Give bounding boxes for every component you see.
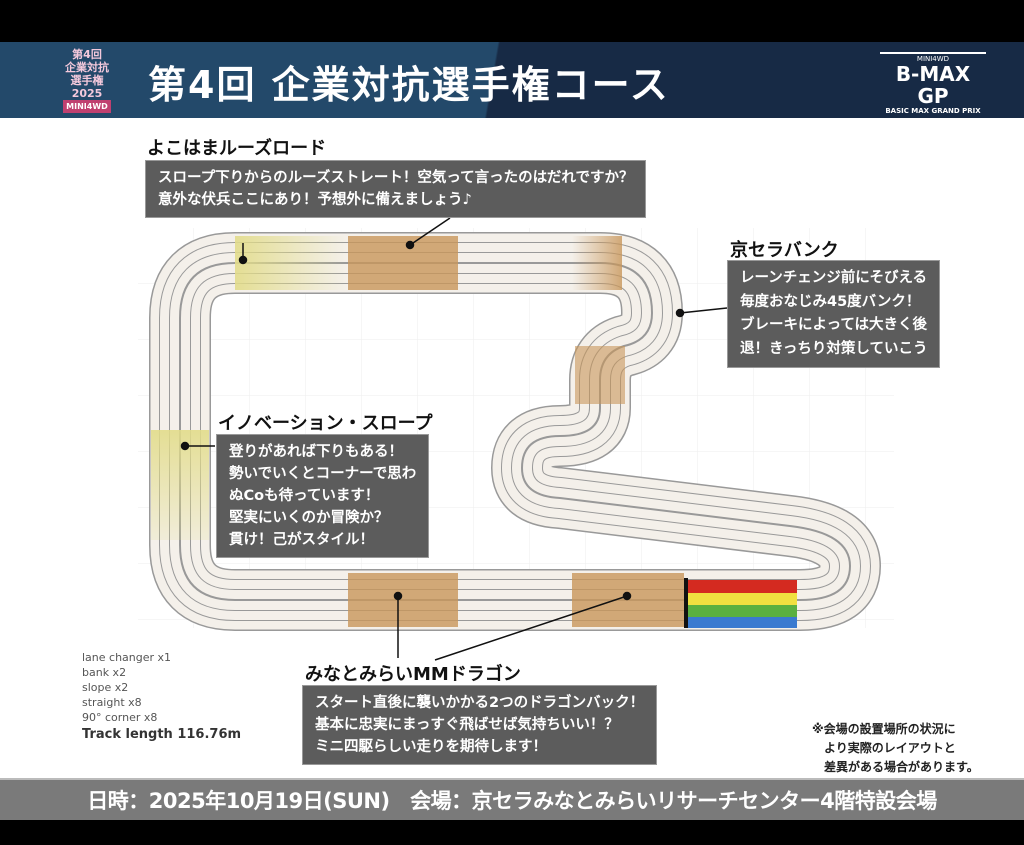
dragon-back-section [348, 573, 458, 627]
description-line: ミニ四駆らしい走りを期待します！ [315, 739, 547, 755]
start-line [684, 578, 797, 628]
section-description: 登りがあれば下りもある！ 勢いでいくとコーナーで思わ ぬCoも待っています！ 堅… [216, 434, 430, 558]
straight-section [348, 236, 458, 290]
section-title: みなとみらいMMドラゴン [305, 664, 521, 685]
layout-note: ※会場の設置場所の状況に より実際のレイアウトと 差異がある場合があります。 [812, 720, 979, 777]
description-line: ぬCoも待っています！ [229, 488, 380, 504]
legend-item: bank x2 [82, 666, 127, 679]
event-logo: 第4回 企業対抗 選手権 2025 MINI4WD [48, 47, 126, 113]
logo-text: MINI4WD [880, 52, 986, 63]
logo-text: 選手権 [70, 73, 104, 87]
legend-item: lane changer x1 [82, 651, 172, 664]
slope-section [235, 236, 347, 290]
logo-text: 2025 [71, 86, 103, 100]
bank-section [575, 346, 625, 404]
note-line: 差異がある場合があります。 [812, 760, 979, 774]
logo-text: MINI4WD [63, 99, 111, 113]
legend-item: straight x8 [82, 696, 142, 709]
description-line: 退！きっちり対策していこう [740, 340, 928, 357]
header-banner: 第4回 企業対抗 選手権 2025 MINI4WD 第4回 企業対抗選手権コース… [0, 42, 1024, 123]
description-line: レーンチェンジ前にそびえる [740, 270, 928, 286]
slope-section [151, 430, 209, 540]
bmax-logo: MINI4WD B-MAX GP BASIC MAX GRAND PRIX [880, 52, 986, 123]
description-line: 勢いでいくとコーナーで思わ [229, 466, 417, 482]
course-map: よこはまルーズロード スロープ下りからのルーズストレート！空気って言ったのはだれ… [0, 118, 1024, 778]
description-line: 意外な伏兵ここにあり！予想外に備えましょう♪ [158, 192, 472, 208]
legend-item: 90° corner x8 [82, 711, 158, 724]
logo-text: BASIC MAX GRAND PRIX [885, 107, 981, 115]
description-line: スタート直後に襲いかかる2つのドラゴンバック！ [315, 695, 645, 711]
note-line: より実際のレイアウトと [812, 741, 956, 755]
logo-text: B-MAX GP [895, 62, 971, 108]
bank-section [572, 236, 622, 290]
track-length: Track length 116.76m [82, 727, 242, 742]
description-line: 登りがあれば下りもある！ [229, 444, 403, 460]
legend-item: slope x2 [82, 681, 129, 694]
description-line: スロープ下りからのルーズストレート！空気って言ったのはだれですか？ [158, 170, 634, 186]
parts-legend: lane changer x1 bank x2 slope x2 straigh… [82, 650, 241, 742]
section-title: イノベーション・スロープ [218, 413, 433, 434]
section-description: レーンチェンジ前にそびえる 毎度おなじみ45度バンク！ ブレーキによっては大きく… [727, 260, 941, 368]
logo-text: 第4回 [72, 47, 102, 61]
section-title: よこはまルーズロード [147, 138, 327, 159]
description-line: 堅実にいくのか冒険か？ [229, 510, 389, 526]
note-line: ※会場の設置場所の状況に [812, 722, 956, 736]
logo-text: 企業対抗 [65, 60, 109, 74]
description-line: 貫け！己がスタイル！ [229, 532, 374, 548]
description-line: 基本に忠実にまっすぐ飛ばせば気持ちいい！？ [315, 717, 619, 733]
leader-lines [180, 217, 728, 661]
description-line: ブレーキによっては大きく後 [740, 317, 928, 333]
section-description: スロープ下りからのルーズストレート！空気って言ったのはだれですか？ 意外な伏兵こ… [145, 160, 647, 218]
section-description: スタート直後に襲いかかる2つのドラゴンバック！ 基本に忠実にまっすぐ飛ばせば気持… [302, 685, 658, 765]
description-line: 毎度おなじみ45度バンク！ [740, 293, 921, 310]
page-title: 第4回 企業対抗選手権コース [148, 63, 670, 107]
section-title: 京セラバンク [730, 240, 839, 261]
event-info-footer: 日時：2025年10月19日(SUN) 会場：京セラみなとみらいリサーチセンター… [0, 778, 1024, 820]
